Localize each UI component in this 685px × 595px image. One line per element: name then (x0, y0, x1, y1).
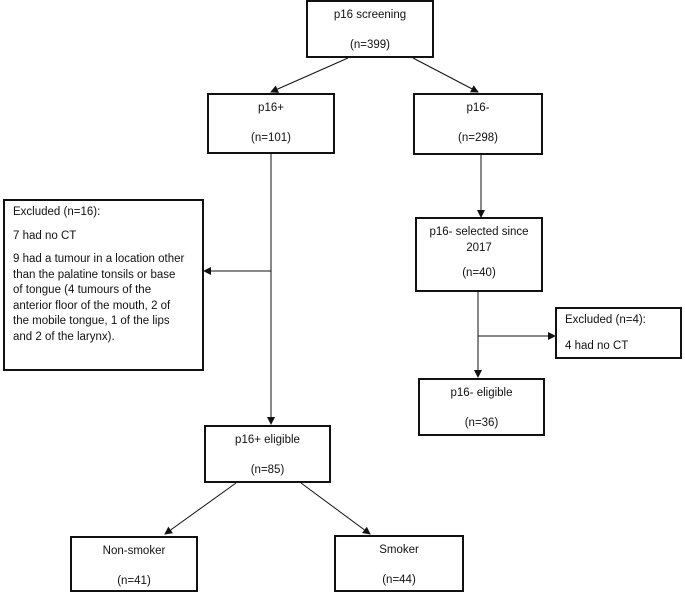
non-smoker-title: Non-smoker (102, 545, 166, 557)
excluded-location-line-2: than the palatine tonsils or base (13, 268, 176, 281)
excluded-location-line-5: the mobile tongue, 1 of the lips (13, 315, 170, 328)
excluded-p16pos-box: Excluded (n=16): 7 had no CT 9 had a tum… (3, 199, 204, 371)
p16-positive-eligible-count: (n=85) (250, 463, 285, 476)
p16-positive-count: (n=101) (251, 131, 291, 144)
p16-negative-eligible-title: p16- eligible (450, 387, 513, 399)
arrow-eligible-to-nonsmoker (164, 482, 237, 535)
excluded-p16neg-box: Excluded (n=4): 4 had no CT (555, 307, 682, 359)
p16-negative-title: p16- (466, 102, 490, 114)
p16-negative-count: (n=298) (458, 131, 498, 144)
excluded-p16pos-location: 9 had a tumour in a location other than … (13, 252, 196, 345)
p16-screening-box: p16 screening (n=399) (306, 0, 434, 58)
smoker-count: (n=44) (382, 573, 416, 586)
p16-negative-box: p16- (n=298) (413, 93, 543, 155)
p16-negative-eligible-box: p16- eligible (n=36) (418, 378, 545, 436)
excluded-location-line-3: of tongue (4 tumours of the (13, 284, 152, 297)
p16-screening-title: p16 screening (333, 9, 407, 21)
excluded-location-line-4: anterior floor of the mouth, 2 of (13, 299, 171, 312)
p16-positive-box: p16+ (n=101) (207, 93, 335, 154)
non-smoker-box: Non-smoker (n=41) (70, 536, 198, 592)
p16-positive-title: p16+ (258, 102, 284, 114)
p16-positive-eligible-box: p16+ eligible (n=85) (204, 425, 331, 483)
excluded-p16pos-no-ct: 7 had no CT (13, 229, 77, 242)
excluded-p16neg-no-ct: 4 had no CT (565, 339, 629, 352)
excluded-p16pos-title: Excluded (n=16): (13, 206, 101, 218)
p16-negative-selected-count: (n=40) (462, 267, 496, 280)
p16-negative-selected-box: p16- selected since 2017 (n=40) (415, 217, 543, 292)
p16-negative-eligible-count: (n=36) (464, 416, 499, 429)
excluded-location-line-1: 9 had a tumour in a location other (13, 253, 185, 266)
excluded-location-line-6: and 2 of the larynx). (13, 330, 115, 343)
p16-screening-count: (n=399) (350, 38, 390, 51)
p16-negative-selected-title: p16- selected since 2017 (417, 225, 541, 256)
non-smoker-count: (n=41) (117, 574, 151, 587)
selected-title-line-2: 2017 (466, 241, 492, 254)
p16-positive-eligible-title: p16+ eligible (235, 434, 300, 446)
arrow-screening-to-p16pos (270, 57, 349, 93)
smoker-title: Smoker (379, 544, 419, 556)
arrow-eligible-to-smoker (300, 482, 371, 535)
smoker-box: Smoker (n=44) (334, 535, 464, 592)
selected-title-line-1: p16- selected since (429, 226, 529, 238)
excluded-p16neg-title: Excluded (n=4): (565, 314, 646, 326)
arrow-screening-to-p16neg (412, 57, 479, 93)
